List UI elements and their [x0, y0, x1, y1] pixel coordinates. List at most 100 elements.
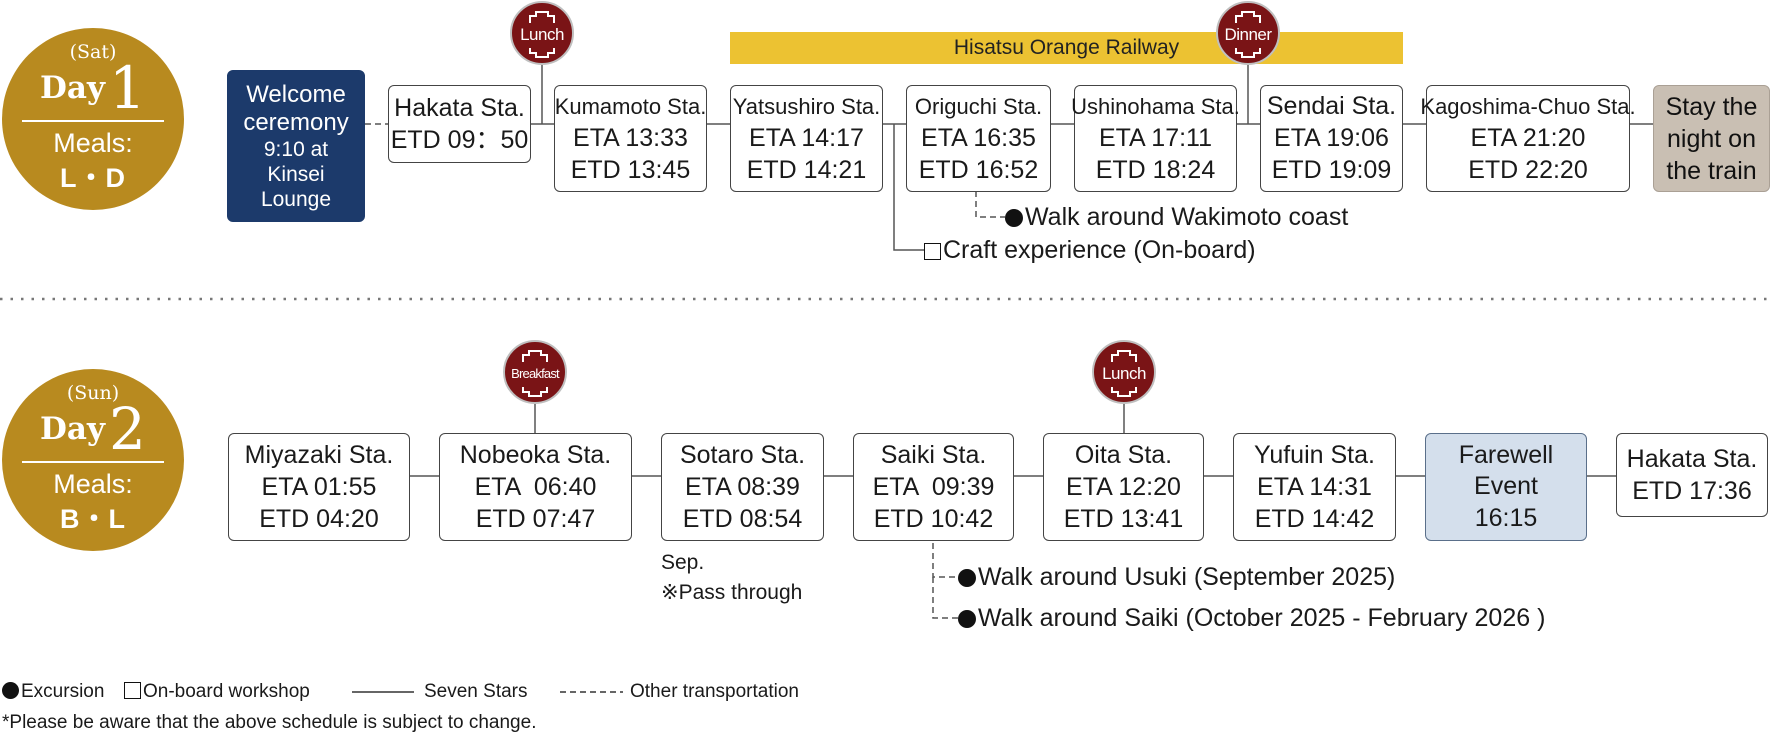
station-sotaro: Sotaro Sta. ETA 08:39 ETD 08:54: [661, 433, 824, 541]
workshop-icon: [124, 682, 141, 699]
meal-icon: [1235, 11, 1261, 23]
station-nobeoka: Nobeoka Sta. ETA 06:40 ETD 07:47: [439, 433, 632, 541]
meal-badge-lunch-d2: Lunch: [1092, 340, 1156, 404]
station-departure: ETD 04:20: [259, 504, 379, 533]
activity-label: Walk around Saiki (October 2025 - Februa…: [978, 604, 1546, 632]
legend-workshop: On-board workshop: [124, 680, 310, 704]
activity-saiki: Walk around Saiki (October 2025 - Februa…: [958, 603, 1545, 633]
stay-line3: the train: [1666, 156, 1757, 185]
station-departure: ETD 07:47: [475, 504, 596, 533]
meal-label: Lunch: [520, 25, 564, 44]
farewell-line2: Event: [1474, 472, 1538, 500]
sotaro-note-line1: Sep.: [661, 551, 705, 574]
station-name: Yatsushiro Sta.: [732, 94, 881, 119]
day2-weekday: (Sun): [66, 382, 120, 404]
activity-label: Walk around Wakimoto coast: [1025, 203, 1349, 231]
day2-word: Day: [40, 411, 106, 447]
craft-connector: [893, 124, 924, 251]
meal-label: Lunch: [1102, 364, 1146, 383]
station-name: Sendai Sta.: [1266, 92, 1397, 120]
station-oita: Oita Sta. ETA 12:20 ETD 13:41: [1043, 433, 1204, 541]
usuki-connector: [932, 543, 958, 578]
station-name: Hakata Sta.: [1626, 444, 1758, 473]
station-arrival: ETA 19:06: [1274, 124, 1389, 152]
station-yufuin: Yufuin Sta. ETA 14:31 ETD 14:42: [1233, 433, 1396, 541]
station-departure: ETD 19:09: [1271, 156, 1392, 184]
activity-label: Craft experience (On-board): [943, 236, 1256, 264]
station-arrival: ETA 14:17: [749, 124, 864, 152]
station-sendai: Sendai Sta. ETA 19:06 ETD 19:09: [1260, 85, 1403, 192]
farewell-event-box: Farewell Event 16:15: [1425, 433, 1587, 541]
station-arrival: ETA 16:35: [921, 124, 1036, 152]
farewell-time: 16:15: [1474, 504, 1538, 532]
stay-line1: Stay the: [1665, 92, 1758, 121]
station-origuchi: Origuchi Sta. ETA 16:35 ETD 16:52: [906, 85, 1051, 192]
welcome-line3: 9:10 at: [263, 137, 329, 161]
day2-rule: [22, 461, 164, 463]
meal-icon: [1111, 350, 1137, 362]
station-departure: ETD 17:36: [1632, 476, 1752, 505]
station-ushinohama: Ushinohama Sta. ETA 17:11 ETD 18:24: [1071, 85, 1240, 192]
station-yatsushiro: Yatsushiro Sta. ETA 14:17 ETD 14:21: [730, 85, 883, 192]
legend-excursion: Excursion: [2, 680, 104, 704]
station-kagoshima-chuo: Kagoshima-Chuo Sta. ETA 21:20 ETD 22:20: [1420, 85, 1636, 192]
activity-craft: Craft experience (On-board): [924, 235, 1256, 265]
welcome-line5: Lounge: [260, 187, 332, 211]
station-arrival: ETA 09:39: [872, 472, 995, 501]
station-departure: ETD 13:45: [570, 156, 691, 184]
excursion-icon: [958, 610, 976, 628]
sotaro-note-line2: ※Pass through: [661, 581, 803, 604]
station-departure: ETD 13:41: [1063, 504, 1184, 533]
meal-icon: [529, 11, 555, 23]
day1-word: Day: [40, 70, 106, 106]
station-name: Ushinohama Sta.: [1071, 94, 1240, 119]
day1-badge: (Sat) Day1 Meals: L・D: [2, 28, 184, 210]
disclaimer: *Please be aware that the above schedule…: [2, 712, 537, 733]
station-departure: ETD 14:42: [1254, 504, 1375, 533]
day2-meals-label: Meals:: [53, 469, 133, 499]
excursion-icon: [1005, 209, 1023, 227]
stay-night-box: Stay the night on the train: [1653, 85, 1770, 192]
station-kumamoto: Kumamoto Sta. ETA 13:33 ETD 13:45: [554, 85, 707, 192]
welcome-line2: ceremony: [243, 108, 349, 136]
day2-title: Day2: [2, 400, 184, 458]
meal-badge-lunch-d1: Lunch: [510, 1, 574, 65]
station-name: Hakata Sta.: [394, 93, 525, 122]
station-departure: ETD 08:54: [682, 504, 803, 533]
legend-other-transport: Other transportation: [630, 681, 799, 702]
welcome-line1: Welcome: [246, 80, 346, 108]
day1-meals-label: Meals:: [53, 128, 133, 158]
station-arrival: ETA 12:20: [1066, 472, 1181, 501]
welcome-line4: Kinsei: [267, 162, 325, 186]
day2-badge: (Sun) Day2 Meals: B・L: [2, 369, 184, 551]
station-name: Origuchi Sta.: [914, 94, 1043, 119]
activity-label: Walk around Usuki (September 2025): [978, 563, 1396, 591]
excursion-icon: [958, 569, 976, 587]
station-arrival: ETA 13:33: [573, 124, 688, 152]
wakimoto-connector: [975, 191, 1005, 218]
station-departure: ETD 14:21: [746, 156, 867, 184]
day1-meals-codes: L・D: [60, 163, 126, 193]
station-name: Kumamoto Sta.: [554, 94, 707, 119]
station-arrival: ETA 21:20: [1470, 124, 1586, 152]
welcome-ceremony-box: Welcome ceremony 9:10 at Kinsei Lounge: [227, 70, 365, 222]
legend-label: On-board workshop: [143, 681, 310, 702]
activity-wakimoto: Walk around Wakimoto coast: [1005, 202, 1348, 232]
meal-badge-breakfast: Breakfast: [503, 340, 567, 404]
station-arrival: ETA 08:39: [685, 472, 800, 501]
meal-label: Breakfast: [511, 366, 560, 381]
day1-number: 1: [109, 54, 146, 122]
meal-icon: [522, 350, 548, 362]
station-name: Saiki Sta.: [880, 440, 987, 469]
station-name: Yufuin Sta.: [1254, 440, 1375, 469]
meal-icon-bottom: [522, 387, 548, 397]
day1-weekday: (Sat): [69, 41, 117, 63]
day1-rule: [22, 120, 164, 122]
meal-icon-bottom: [1235, 48, 1261, 58]
station-name: Oita Sta.: [1074, 440, 1173, 469]
farewell-line1: Farewell: [1458, 441, 1554, 469]
station-name: Sotaro Sta.: [679, 440, 806, 469]
day1-title: Day1: [2, 59, 184, 117]
station-name: Miyazaki Sta.: [244, 440, 394, 469]
legend-seven-stars: Seven Stars: [424, 681, 528, 702]
